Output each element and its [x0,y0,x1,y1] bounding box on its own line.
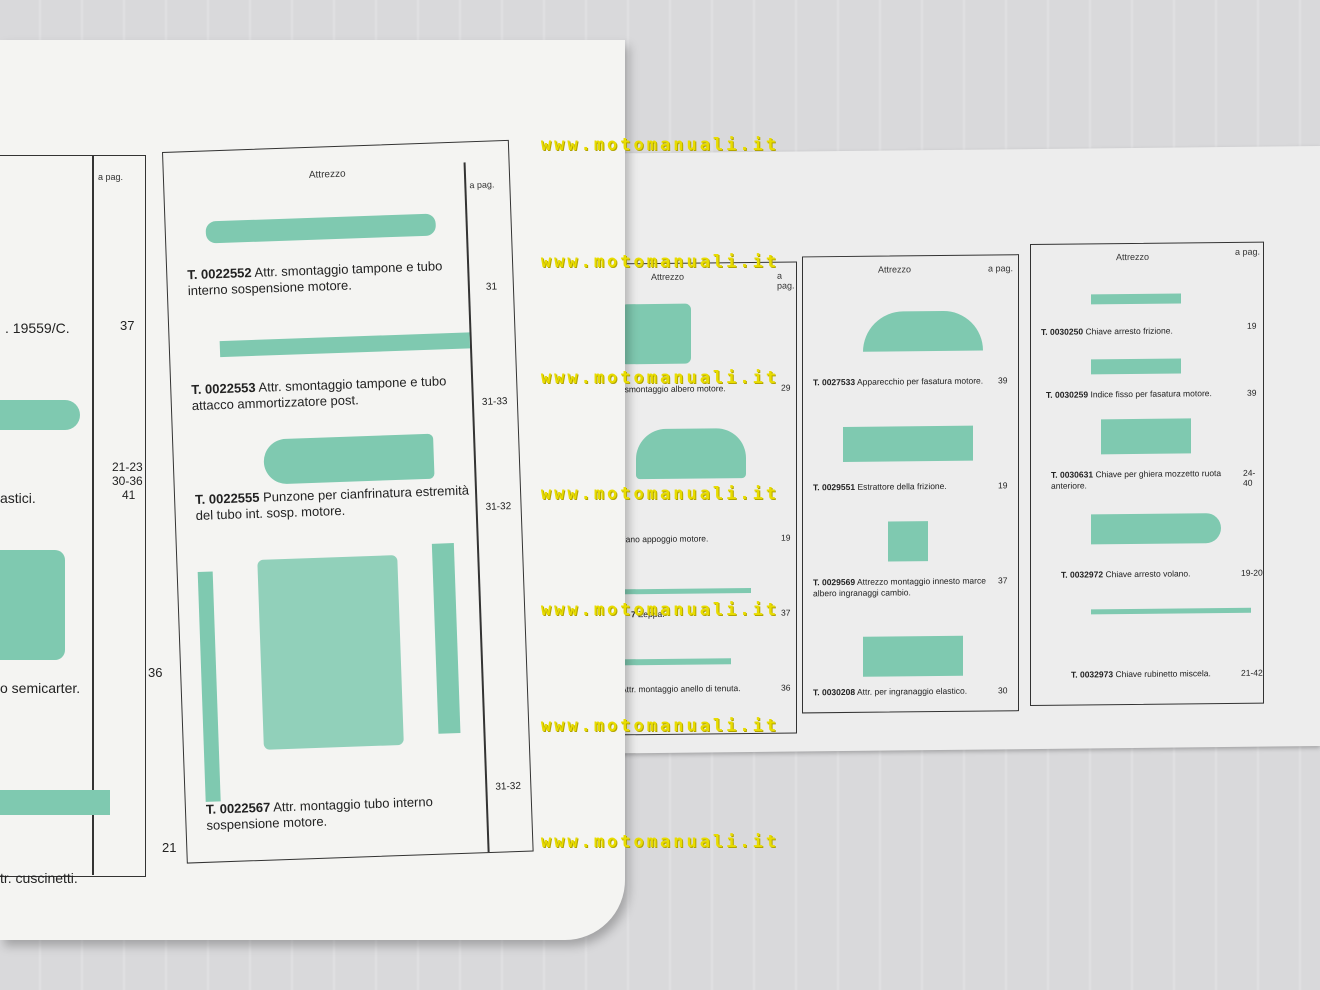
partial-page: 30-36 [112,474,143,488]
tool-image [621,658,731,666]
tool-image [1091,293,1181,305]
item-desc: Attr. per ingranaggio elastico. [856,685,968,697]
tool-image [863,635,963,677]
item-code: T. 0032973 [1071,669,1114,680]
item-desc: Chiave arresto volano. [1105,568,1191,580]
partial-text: o semicarter. [0,680,81,696]
watermark-text: www.motomanuali.it [540,368,780,388]
item-desc: Chiave arresto frizione. [1085,325,1173,337]
partial-page: 21-23 [112,460,143,474]
partial-page: 41 [122,488,136,502]
tool-image [888,521,928,562]
col-divider [92,155,94,875]
left-partial-col [0,155,146,877]
item-page: 19 [1247,320,1257,331]
item-page: 21-42 [1241,667,1263,678]
tool-image [0,400,80,430]
tool-image [219,332,471,358]
item-page: 31-33 [481,396,508,408]
col1-page-header: a pag. [777,270,795,291]
tool-image [0,550,65,660]
item-desc: Chiave rubinetto miscela. [1115,668,1211,680]
tool-image [636,428,746,480]
tool-image [621,303,691,365]
item-page: 36 [781,682,791,693]
watermark-text: www.motomanuali.it [540,252,780,272]
partial-text: . 19559/C. [5,320,70,336]
tool-image [205,213,437,244]
partial-page: 36 [148,665,163,680]
tool-image [431,543,461,734]
watermark-text: www.motomanuali.it [540,716,780,736]
right-col3-box: Attrezzo a pag. T. 0030250 Chiave arrest… [1030,241,1264,707]
partial-page: 21 [162,840,177,855]
item-page: 30 [998,685,1008,696]
item-code: T. 0022567 [205,799,271,817]
item-desc: Attr. montaggio anello di tenuta. [621,683,741,695]
watermark-text: www.motomanuali.it [540,600,780,620]
item-page: 19 [781,532,791,543]
col1-header: Attrezzo [651,271,685,283]
item-code: T. 0029569 [813,576,856,588]
item-page: 31-32 [495,780,522,793]
item-page: 37 [998,575,1008,586]
item-page: 39 [1247,387,1257,398]
right-page: Attrezzo a pag. 148 Attr. smontaggio alb… [560,146,1320,754]
tool-image [263,433,435,485]
item-code: T. 0030208 [813,686,856,698]
tool-image [611,587,751,595]
item-desc: Indice fisso per fasatura motore. [1090,388,1212,400]
partial-text: tr. cuscinetti. [0,870,78,886]
partial-text: astici. [0,490,36,506]
col-header: Attrezzo [308,168,346,181]
item-desc: Piano appoggio motore. [618,533,709,545]
tool-image [863,310,983,352]
tool-image [1101,418,1191,455]
partial-page: 37 [120,318,135,333]
item-code: T. 0030631 [1051,469,1094,480]
watermark-text: www.motomanuali.it [540,832,780,852]
item-page: 31 [485,281,498,293]
watermark-text: www.motomanuali.it [540,484,780,504]
tool-image [0,790,110,815]
watermark-text: www.motomanuali.it [540,135,780,155]
item-page: 19-20 [1241,567,1263,578]
item-code: T. 0030250 [1041,326,1084,337]
page-header: a pag. [98,172,124,182]
tool-image [1091,513,1221,545]
item-code: T. 0030259 [1046,389,1089,400]
tool-image [843,425,973,463]
item-code: T. 0032972 [1061,569,1104,580]
left-page: a pag. . 19559/C. 37 21-23 30-36 41 asti… [0,40,625,940]
page-header: a pag. [469,179,495,191]
